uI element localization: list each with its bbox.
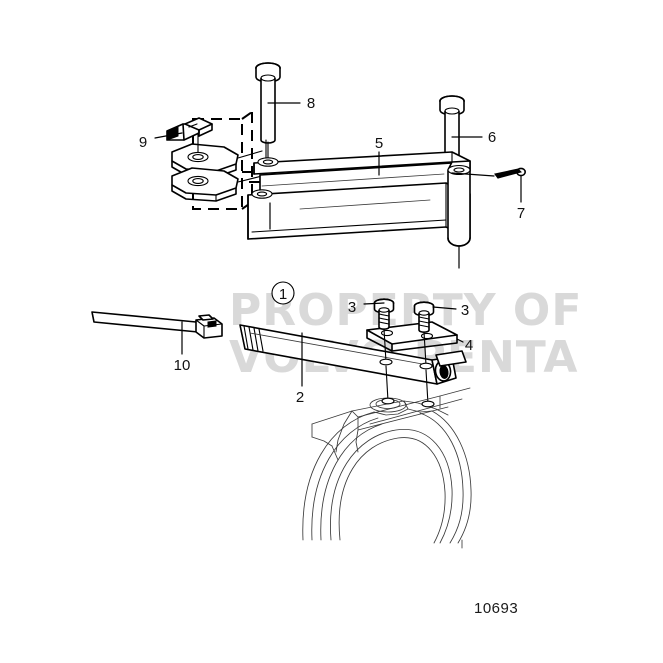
callout-5: 5 (375, 135, 383, 152)
clevis-lugs (171, 132, 263, 202)
tube-bolt-holes (379, 358, 433, 405)
handle-rod-part-10 (91, 311, 223, 339)
callout-9: 9 (139, 134, 147, 151)
assembly-marker-label: 1 (279, 286, 287, 303)
locking-clip-part-9 (166, 117, 213, 141)
long-bolt-part-8 (255, 62, 281, 161)
small-bolt-right-part-3 (413, 301, 435, 366)
callout-8: 8 (307, 95, 315, 112)
tube-shaft-part-2 (239, 324, 467, 385)
callout-leaders-upper (154, 102, 522, 203)
callout-leaders-lower (181, 302, 464, 387)
callout-2: 2 (296, 389, 304, 406)
callout-3-left: 3 (348, 299, 356, 316)
flywheel-housing (302, 387, 472, 549)
figure-number: 10693 (474, 600, 518, 617)
callout-numbers: 2 3 3 4 5 6 7 8 9 10 (139, 95, 525, 406)
callout-7: 7 (517, 205, 525, 222)
bracket-bottom-leaders (269, 202, 460, 269)
i-beam-bracket-part-5 (247, 151, 471, 247)
callout-3-right: 3 (461, 302, 469, 319)
callout-6: 6 (488, 129, 496, 146)
split-cotter-pin-part-7 (494, 167, 526, 179)
assembly-marker-1: 1 (271, 281, 295, 305)
callout-10: 10 (174, 357, 191, 374)
small-bolt-left-part-3 (373, 298, 395, 363)
callout-4: 4 (465, 337, 473, 354)
